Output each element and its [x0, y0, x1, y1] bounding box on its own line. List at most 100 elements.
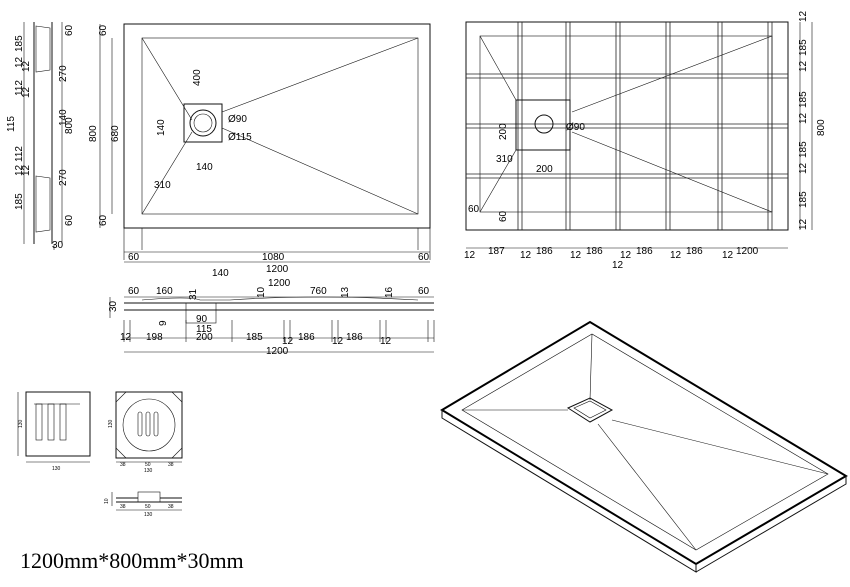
- dim-label: 130: [144, 512, 153, 518]
- dim-label: 31: [188, 288, 199, 300]
- dim-label: 60: [468, 204, 480, 215]
- dim-label: 12: [798, 112, 809, 124]
- dim-label: 9: [158, 320, 169, 326]
- dim-label: 1200: [268, 278, 291, 289]
- dim-label: 200: [536, 164, 553, 175]
- dim-label: 38: [120, 504, 126, 510]
- dim-label: 112: [14, 146, 25, 162]
- dim-label: 185: [14, 193, 25, 210]
- dim-label: 140: [212, 268, 229, 279]
- dim-label: 12: [21, 60, 32, 72]
- dim-label: 60: [418, 286, 430, 297]
- dim-label: 186: [686, 246, 703, 257]
- dim-label: 200: [196, 332, 213, 343]
- dim-label: 760: [310, 286, 327, 297]
- side-dim-labels: 60 185 12 12 270 112 12 140 115 112 12 1…: [6, 24, 75, 251]
- dim-label: 185: [246, 332, 263, 343]
- dim-label: 38: [120, 462, 126, 468]
- dim-label: 12: [14, 56, 25, 68]
- dim-label: 112: [14, 80, 25, 96]
- frame-dim-labels: 12 185 12 185 12 185 12 185 12 800 200 Ø…: [464, 10, 827, 271]
- dim-label: 38: [168, 504, 174, 510]
- section-ticks: [123, 320, 435, 342]
- dim-label: 60: [128, 286, 140, 297]
- dim-label: Ø90: [566, 122, 585, 133]
- dim-label: 130: [108, 419, 114, 428]
- dim-label: 1200: [736, 246, 759, 257]
- dim-label: 115: [196, 324, 212, 335]
- drain-side-detail: 130 130: [17, 391, 91, 472]
- dim-label: 12: [380, 336, 392, 347]
- dim-label: 50: [145, 504, 151, 510]
- dim-label: 12: [798, 162, 809, 174]
- dim-label: Ø115: [228, 132, 252, 143]
- dim-label: 12: [612, 260, 624, 271]
- dim-label: 115: [6, 116, 17, 132]
- dim-label: 680: [110, 125, 121, 142]
- frame-view: 12 185 12 185 12 185 12 185 12 800 200 Ø…: [464, 10, 827, 271]
- dim-label: 60: [418, 252, 430, 263]
- isometric-view: [440, 320, 848, 573]
- dim-label: 140: [196, 162, 213, 173]
- dim-label: 60: [128, 252, 140, 263]
- dim-label: 12: [464, 250, 476, 261]
- dim-label: 12: [120, 332, 132, 343]
- dim-label: 90: [196, 314, 208, 325]
- dim-label: 270: [58, 169, 69, 186]
- dim-label: 187: [488, 246, 505, 257]
- dim-label: 60: [64, 24, 75, 36]
- dim-label: 185: [798, 91, 809, 108]
- dim-label: 310: [154, 180, 171, 191]
- dim-label: 186: [346, 332, 363, 343]
- dim-label: 140: [58, 109, 69, 126]
- dim-label: 185: [798, 191, 809, 208]
- top-view: 60 680 800 60 400 140 Ø90 Ø115 140 310 6…: [88, 23, 431, 275]
- drain-section-detail: 10 38 50 38 130: [104, 491, 182, 518]
- dim-label: 140: [156, 119, 167, 136]
- dim-label: 12: [21, 164, 32, 176]
- dim-label: 310: [496, 154, 513, 165]
- dimensions-caption: 1200mm*800mm*30mm: [20, 548, 244, 573]
- dim-label: 186: [636, 246, 653, 257]
- dim-label: 130: [52, 466, 61, 472]
- dim-label: 12: [520, 250, 532, 261]
- dim-label: 1200: [266, 346, 289, 357]
- section-view: 140 1200 60 160 31 10 760 13 16 60 30 9 …: [108, 268, 435, 357]
- dim-label: 60: [98, 24, 109, 36]
- dim-label: 12: [620, 250, 632, 261]
- dim-label: 10: [104, 498, 110, 504]
- dim-label: 130: [18, 419, 24, 428]
- dim-label: 50: [145, 462, 151, 468]
- dim-label: 186: [586, 246, 603, 257]
- dim-label: 1200: [266, 264, 289, 275]
- dim-label: 10: [256, 286, 267, 298]
- dim-label: 270: [58, 65, 69, 82]
- top-dim-labels: 60 680 800 60 400 140 Ø90 Ø115 140 310 6…: [88, 24, 430, 275]
- dim-label: 60: [98, 214, 109, 226]
- dim-label: 1080: [262, 252, 285, 263]
- dim-label: 160: [156, 286, 173, 297]
- dim-label: 12: [798, 60, 809, 72]
- dim-label: 12: [670, 250, 682, 261]
- dim-label: 186: [536, 246, 553, 257]
- dim-label: 186: [298, 332, 315, 343]
- dim-label: 185: [798, 39, 809, 56]
- drain-top-detail: 130 38 50 38 130: [108, 391, 183, 474]
- drain-detail-views: 130 130 130 38 50 38 130 10 38 50: [17, 391, 183, 518]
- dim-label: 800: [816, 119, 827, 136]
- dim-label: 30: [108, 300, 119, 312]
- dim-label: 12: [798, 10, 809, 22]
- dim-label: 130: [144, 468, 153, 474]
- dim-label: 800: [88, 125, 99, 142]
- dim-label: 185: [798, 141, 809, 158]
- dim-label: 12: [722, 250, 734, 261]
- dim-label: 13: [340, 286, 351, 298]
- dim-label: 198: [146, 332, 163, 343]
- dim-label: 16: [384, 286, 395, 298]
- frame-grid: [466, 22, 788, 230]
- dim-label: 12: [798, 218, 809, 230]
- dim-label: 12: [282, 336, 294, 347]
- dim-label: 12: [332, 336, 344, 347]
